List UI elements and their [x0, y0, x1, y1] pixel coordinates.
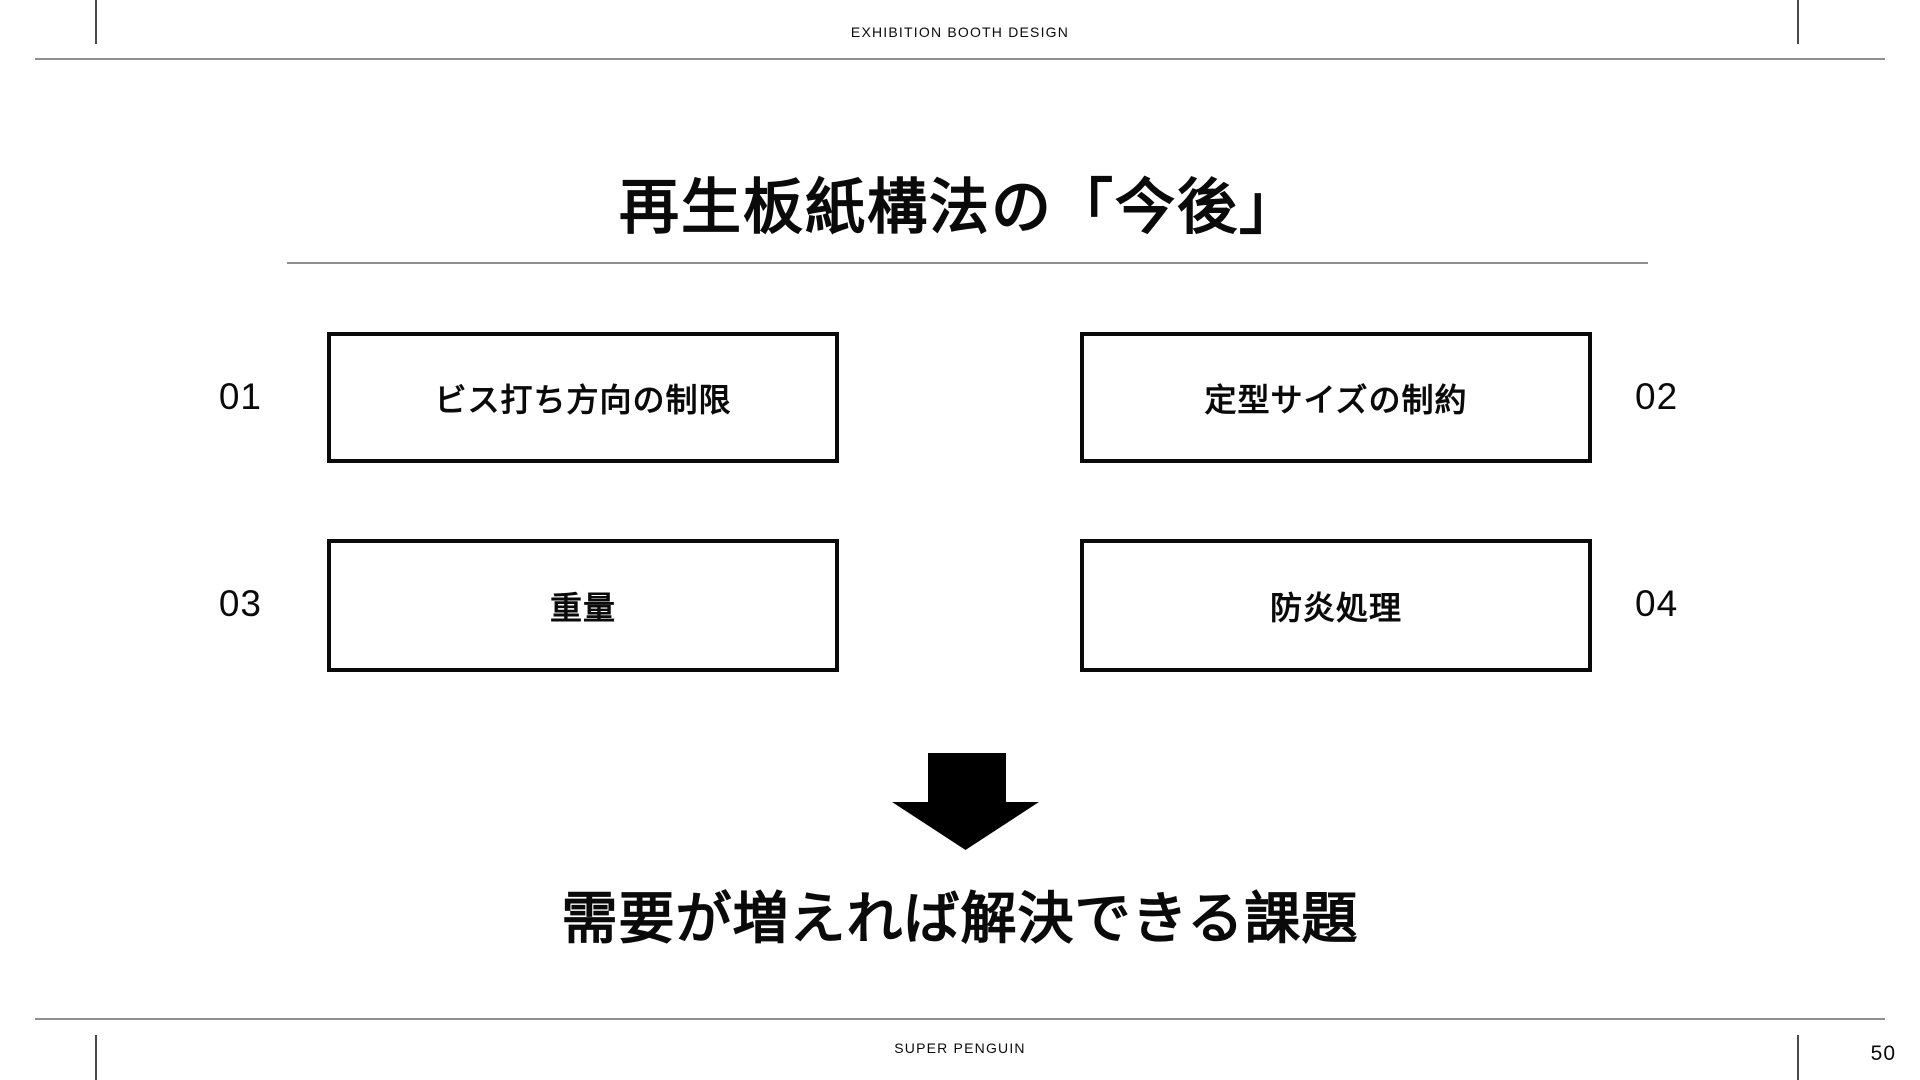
header-divider: [35, 58, 1885, 60]
issue-number-03: 03: [218, 583, 262, 624]
issue-box-04: 防炎処理: [1080, 539, 1592, 672]
issue-box-01: ビス打ち方向の制限: [327, 332, 839, 463]
header-label: EXHIBITION BOOTH DESIGN: [850, 24, 1070, 40]
issue-label-04: 防炎処理: [1269, 589, 1402, 626]
issue-number-01: 01: [218, 376, 262, 417]
page-number: 50: [1870, 1042, 1896, 1065]
issue-number-02: 02: [1635, 376, 1679, 417]
slide-title: 再生板紙構法の「今後」: [619, 174, 1301, 241]
issue-label-01: ビス打ち方向の制限: [434, 381, 732, 418]
crop-mark-bottom-right: [1797, 1035, 1799, 1080]
crop-mark-bottom-left: [95, 1035, 97, 1080]
conclusion-text: 需要が増えれば解決できる課題: [561, 887, 1359, 950]
crop-mark-top-left: [95, 0, 97, 44]
issue-number-04: 04: [1635, 583, 1679, 624]
footer-brand: SUPER PENGUIN: [894, 1040, 1026, 1056]
title-underline: [287, 262, 1648, 264]
crop-mark-top-right: [1797, 0, 1799, 44]
issue-label-02: 定型サイズの制約: [1204, 381, 1468, 418]
issue-box-03: 重量: [327, 539, 839, 672]
issue-box-02: 定型サイズの制約: [1080, 332, 1592, 463]
down-arrow-icon: [892, 753, 1039, 850]
issue-label-03: 重量: [549, 589, 616, 626]
footer-divider: [35, 1018, 1885, 1020]
